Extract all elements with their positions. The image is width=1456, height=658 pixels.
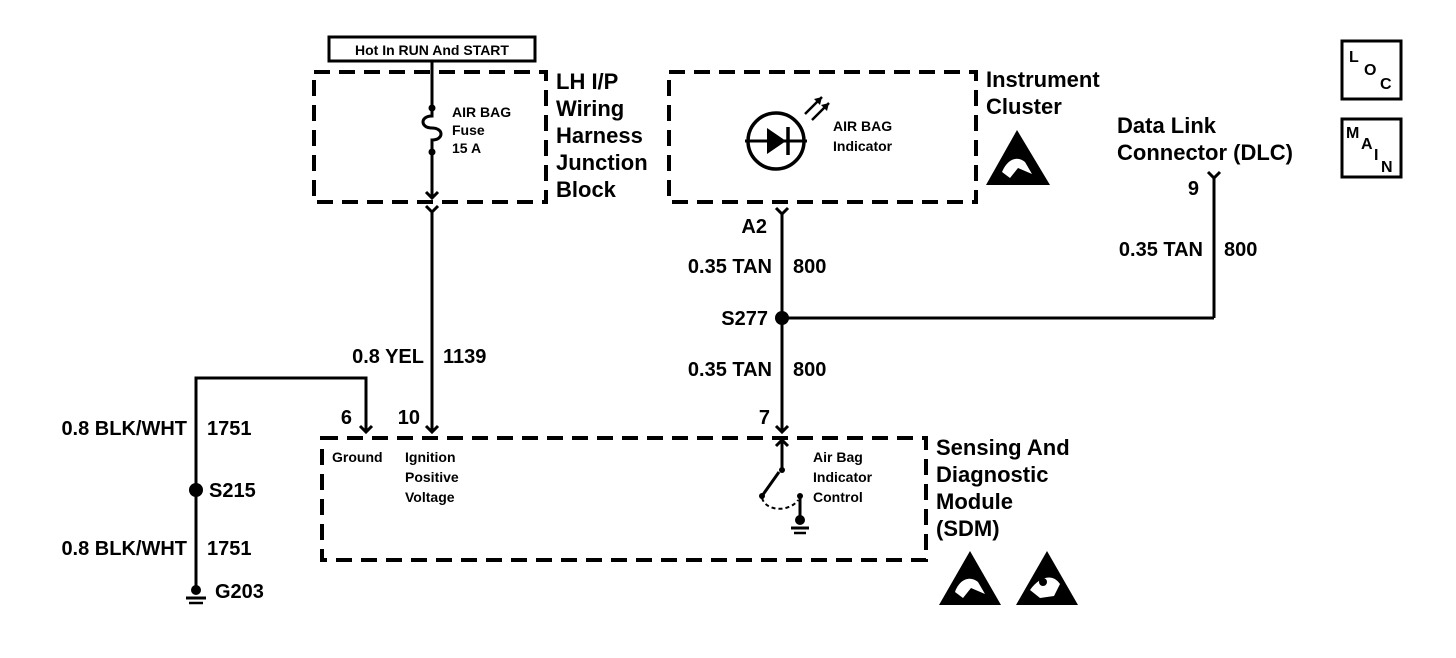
sdm-indicator-control-3: Control [813, 489, 863, 505]
blk-upper-circuit: 1751 [207, 418, 252, 440]
fuse-symbol [421, 62, 443, 196]
sdm-ground-label: Ground [332, 449, 383, 465]
fuse-label-2: Fuse [452, 122, 485, 138]
sdm-pin-ground: 6 [341, 407, 352, 429]
cluster-title-2: Cluster [986, 94, 1062, 119]
ground-icon [186, 585, 206, 605]
sdm-ignition-label-1: Ignition [405, 449, 456, 465]
airbag-warning-icon [1016, 551, 1078, 605]
led-icon [745, 96, 830, 171]
dlc-title-1: Data Link [1117, 113, 1217, 138]
dlc-title-2: Connector (DLC) [1117, 140, 1293, 165]
hot-label: Hot In RUN And START [355, 42, 509, 58]
yel-size-color: 0.8 YEL [352, 346, 424, 368]
sdm-indicator-control-2: Indicator [813, 469, 873, 485]
sdm-title-4: (SDM) [936, 516, 1000, 541]
tan-lower-size-color: 0.35 TAN [688, 359, 772, 381]
dlc-pin: 9 [1188, 178, 1199, 200]
tan-upper-size-color: 0.35 TAN [688, 256, 772, 278]
indicator-label-1: AIR BAG [833, 118, 892, 134]
cluster-outline [667, 70, 978, 204]
fuse-block-title-1: LH I/P [556, 69, 618, 94]
blk-upper-size-color: 0.8 BLK/WHT [61, 418, 187, 440]
sdm-ignition-label-2: Positive [405, 469, 459, 485]
main-letter-n: N [1381, 159, 1393, 176]
fuse-label-3: 15 A [452, 140, 481, 156]
sdm-title-1: Sensing And [936, 435, 1070, 460]
cluster-title-1: Instrument [986, 67, 1100, 92]
splice-s215 [189, 483, 203, 497]
sdm-title-2: Diagnostic [936, 462, 1048, 487]
sdm-pin-ignition: 10 [398, 407, 420, 429]
s277-label: S277 [721, 308, 768, 330]
fuse-block-title-4: Junction [556, 150, 648, 175]
esd-warning-icon [986, 130, 1050, 185]
loc-letter-c: C [1380, 76, 1392, 93]
fuse-block-title-3: Harness [556, 123, 643, 148]
loc-button[interactable]: L O C [1340, 39, 1403, 101]
main-letter-m: M [1346, 125, 1359, 142]
g203-label: G203 [215, 581, 264, 603]
fuse-block-title-2: Wiring [556, 96, 624, 121]
loc-letter-o: O [1364, 62, 1376, 79]
tan-upper-circuit: 800 [793, 256, 826, 278]
fuse-block-outline [312, 70, 548, 204]
fuse-label-1: AIR BAG [452, 104, 511, 120]
fuse-block-title-5: Block [556, 177, 617, 202]
s215-label: S215 [209, 480, 256, 502]
hot-label-box [327, 35, 537, 63]
tan-dlc-size-color: 0.35 TAN [1119, 239, 1203, 261]
indicator-label-2: Indicator [833, 138, 893, 154]
blk-lower-size-color: 0.8 BLK/WHT [61, 538, 187, 560]
sdm-outline [320, 436, 928, 562]
sdm-pin-indicator: 7 [759, 407, 770, 429]
sdm-indicator-control-1: Air Bag [813, 449, 863, 465]
main-letter-i: I [1374, 147, 1378, 164]
yel-circuit: 1139 [443, 346, 486, 368]
loc-letter-l: L [1349, 49, 1359, 66]
tan-dlc-circuit: 800 [1224, 239, 1257, 261]
sdm-title-3: Module [936, 489, 1013, 514]
main-button[interactable]: M A I N [1340, 117, 1403, 179]
tan-lower-circuit: 800 [793, 359, 826, 381]
main-letter-a: A [1361, 136, 1373, 153]
indicator-switch-icon [759, 437, 809, 535]
blk-lower-circuit: 1751 [207, 538, 252, 560]
sdm-ignition-label-3: Voltage [405, 489, 455, 505]
esd-warning-icon [939, 551, 1001, 605]
cluster-pin: A2 [741, 216, 767, 238]
